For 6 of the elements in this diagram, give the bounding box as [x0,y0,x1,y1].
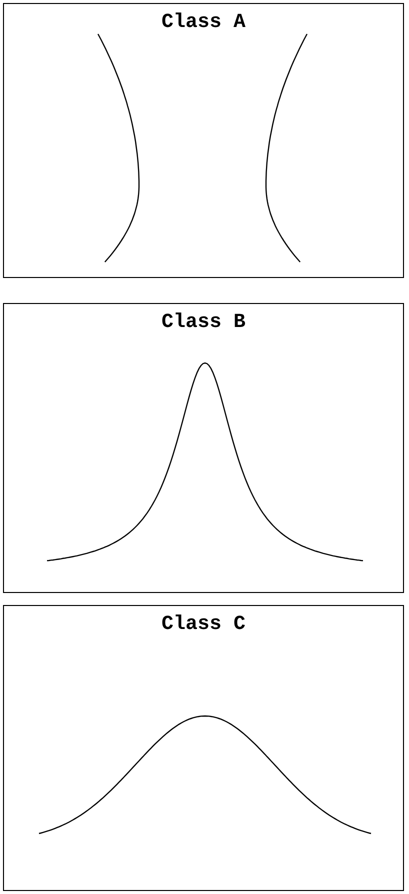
panel-title: Class A [160,12,246,34]
panel [3,605,404,891]
panel-title: Class C [160,614,246,636]
panel [3,303,404,593]
panel [3,3,404,278]
panel-title: Class B [160,312,246,334]
